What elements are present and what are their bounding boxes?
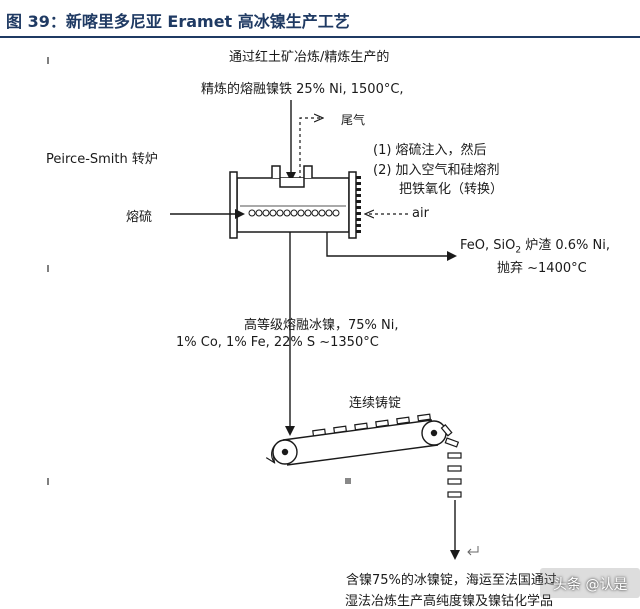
exhaust-label: 尾气	[341, 113, 366, 127]
figure-title: 图 39：新喀里多尼亚 Eramet 高冰镍生产工艺	[6, 12, 350, 31]
falling-ingots	[440, 424, 462, 498]
step2b-label: 把铁氧化（转换）	[399, 182, 504, 197]
tuyere-studs	[356, 176, 361, 233]
slag-discard-label: 抛弃 ~1400°C	[497, 261, 587, 276]
casting-label: 连续铸锭	[349, 396, 402, 411]
output-label-2: 湿法冶炼生产高纯度镍及镍钴化学品	[345, 594, 554, 609]
peirce-smith-converter	[229, 165, 361, 239]
air-bubbles	[248, 209, 340, 217]
converter-label: Peirce-Smith 转炉	[46, 152, 158, 167]
feed-material-label: 精炼的熔融镍铁 25% Ni, 1500°C,	[201, 82, 404, 97]
sulfur-label: 熔硫	[126, 210, 153, 225]
matte-composition-label: 1% Co, 1% Fe, 22% S ~1350°C	[176, 335, 379, 350]
output-label-1: 含镍75%的冰镍锭，海运至法国通过	[346, 573, 557, 588]
rotation-arrow	[272, 443, 277, 462]
step2-label: (2) 加入空气和硅熔剂	[373, 163, 500, 178]
feed-source-label: 通过红土矿冶炼/精炼生产的	[229, 50, 390, 65]
figure-header: 图 39：新喀里多尼亚 Eramet 高冰镍生产工艺	[0, 0, 640, 38]
watermark: 头条 @认是	[553, 577, 628, 593]
watermark-background	[540, 568, 640, 598]
air-label: air	[412, 206, 429, 221]
slag-label: FeO, SiO2 炉渣 0.6% Ni,	[460, 238, 610, 256]
slag-arrow	[326, 232, 457, 261]
ingot-moulds	[312, 413, 432, 437]
marker-square	[345, 478, 351, 484]
step1-label: (1) 熔硫注入，然后	[373, 143, 487, 158]
matte-grade-label: 高等级熔融冰镍，75% Ni,	[244, 318, 399, 333]
exhaust-arrow	[299, 118, 322, 185]
return-symbol	[467, 546, 479, 556]
